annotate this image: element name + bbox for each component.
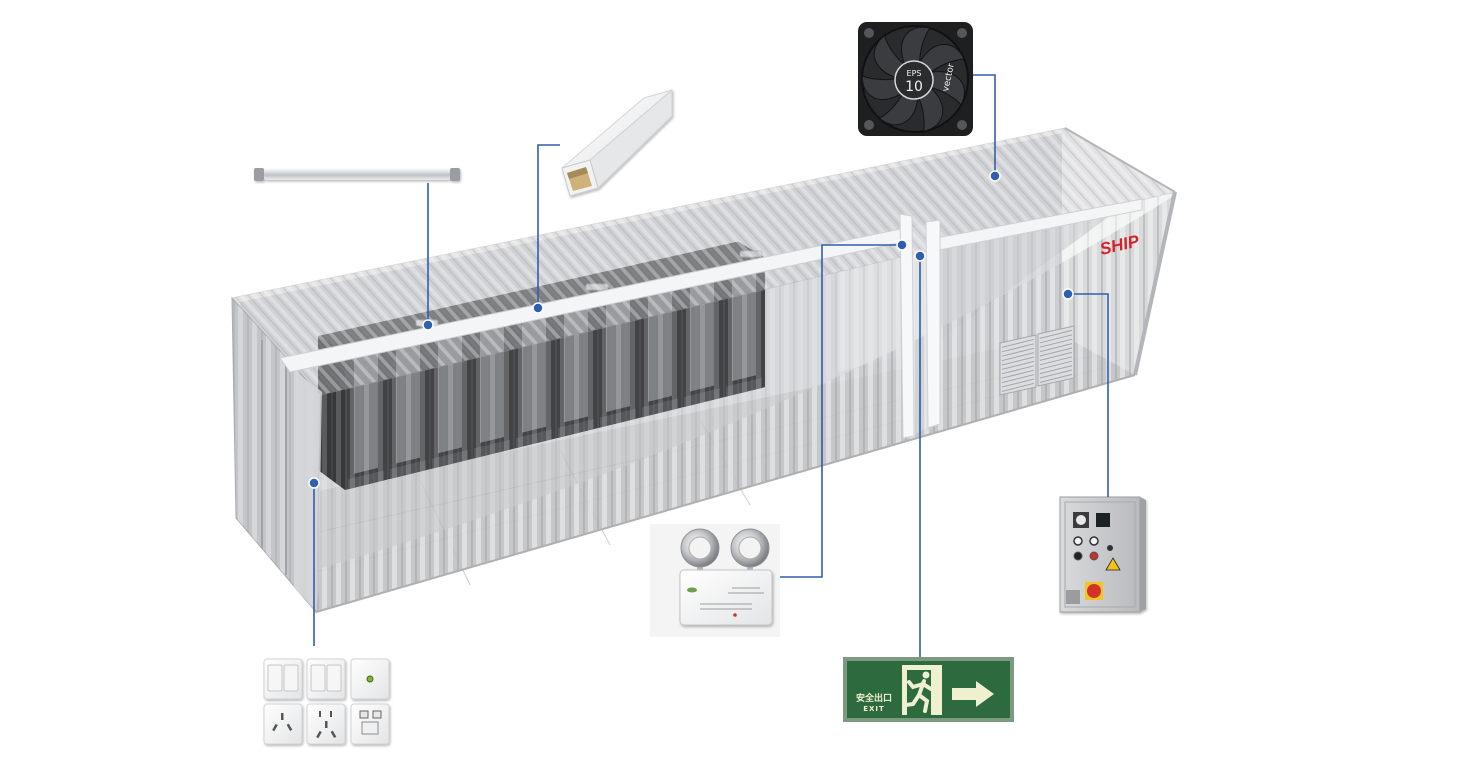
wall-switch-socket-icon	[263, 658, 390, 745]
indicator-led	[733, 613, 737, 617]
callout-line-fan	[973, 74, 996, 176]
trunking-opening-shade	[567, 167, 588, 179]
box-door	[1064, 501, 1136, 608]
louver-slat	[1001, 369, 1035, 379]
exit-sign-icon: 安全出口 EXIT	[843, 657, 1014, 722]
push-button	[1089, 551, 1099, 561]
louver-slat	[1001, 374, 1035, 384]
isolator-knob	[1087, 584, 1101, 598]
louver-slat	[1039, 365, 1073, 375]
box-side	[1140, 497, 1146, 612]
push-button	[1073, 551, 1083, 561]
partition-post-right	[925, 219, 941, 429]
exit-sign-cn-text: 安全出口	[856, 692, 892, 704]
louver-slat	[1039, 334, 1073, 344]
exhaust-fan-icon: EPS 10 vector	[855, 18, 974, 136]
container-front-cutaway-ribs	[316, 195, 1175, 612]
tube-end-cap	[254, 168, 264, 181]
fan-hub	[894, 60, 934, 100]
double-switch-panel	[263, 658, 303, 700]
lamp-lens	[688, 536, 712, 560]
corner-post	[294, 372, 322, 612]
lamp-lens	[738, 536, 762, 560]
three-pin-socket-panel	[263, 703, 303, 745]
exit-arrow-icon	[952, 681, 994, 707]
callout-dot-fan	[989, 170, 1001, 182]
ventilation-louvers	[999, 325, 1075, 396]
callout-dot-distribution-box	[1062, 288, 1074, 300]
louver-slat	[1039, 360, 1073, 370]
emergency-light-body	[679, 569, 773, 626]
five-hole-socket-panel	[306, 703, 346, 745]
louver-slat	[1001, 343, 1035, 353]
container-right-corner-post	[1133, 191, 1177, 376]
running-man-icon	[904, 671, 933, 713]
louver-slat	[1039, 351, 1073, 361]
cable-trunking-icon	[561, 88, 673, 197]
louver-slat	[1039, 356, 1073, 366]
push-button	[1089, 536, 1099, 546]
louver-slat	[1039, 338, 1073, 348]
dimmer-panel	[350, 658, 390, 700]
tube-end-cap	[450, 168, 460, 181]
container-right-top-edge	[1064, 127, 1176, 193]
callout-dot-switches	[308, 477, 320, 489]
emergency-light-icon	[650, 524, 780, 637]
louver-slat	[1001, 356, 1035, 366]
fan-mount-hole	[864, 120, 874, 130]
fan-mount-hole	[957, 120, 967, 130]
louver-slat	[1001, 347, 1035, 357]
louver-slat	[1001, 382, 1035, 392]
warning-triangle-icon	[1105, 557, 1121, 571]
callout-line-distribution-box	[1068, 293, 1109, 497]
fan-mount-hole	[864, 28, 874, 38]
cable-gland-plate	[1066, 590, 1080, 604]
callout-line-emergency-light	[780, 244, 902, 578]
rotary-switch	[1096, 513, 1110, 527]
indicator-lamp	[1107, 545, 1113, 551]
callout-dot-exit-sign	[914, 250, 926, 262]
label-print-lines	[700, 587, 764, 610]
louver-slat	[1001, 338, 1035, 348]
door-lock-bars	[261, 340, 287, 575]
callout-dot-tube	[422, 319, 434, 331]
louver-slat	[1001, 352, 1035, 362]
fan-number-text: 10	[905, 79, 923, 95]
meter-dial	[1076, 515, 1086, 525]
exit-sign-en-text: EXIT	[863, 705, 885, 713]
louver-slat	[1039, 369, 1073, 379]
push-button	[1073, 536, 1083, 546]
data-phone-socket-panel	[350, 703, 390, 745]
louver-slat	[1001, 378, 1035, 388]
container-bottom-edge	[315, 374, 1136, 613]
louver-slat	[1039, 373, 1073, 383]
callout-dot-emergency-light	[896, 239, 908, 251]
louver-slat	[1039, 329, 1073, 339]
fan-mount-hole	[957, 28, 967, 38]
double-switch-panel	[306, 658, 346, 700]
callout-line-trunking	[537, 144, 560, 308]
brand-logo-mark	[687, 587, 697, 593]
louver-slat	[1001, 360, 1035, 370]
louver-slat	[1039, 347, 1073, 357]
partition-post-left	[899, 213, 915, 439]
fluorescent-tube-icon	[254, 168, 460, 181]
callouts	[308, 74, 1109, 657]
fan-brand-text: EPS	[907, 69, 922, 78]
louver-slat	[1001, 365, 1035, 375]
louver-slat	[1039, 343, 1073, 353]
callout-dot-trunking	[532, 302, 544, 314]
distribution-box-icon	[1059, 496, 1146, 613]
